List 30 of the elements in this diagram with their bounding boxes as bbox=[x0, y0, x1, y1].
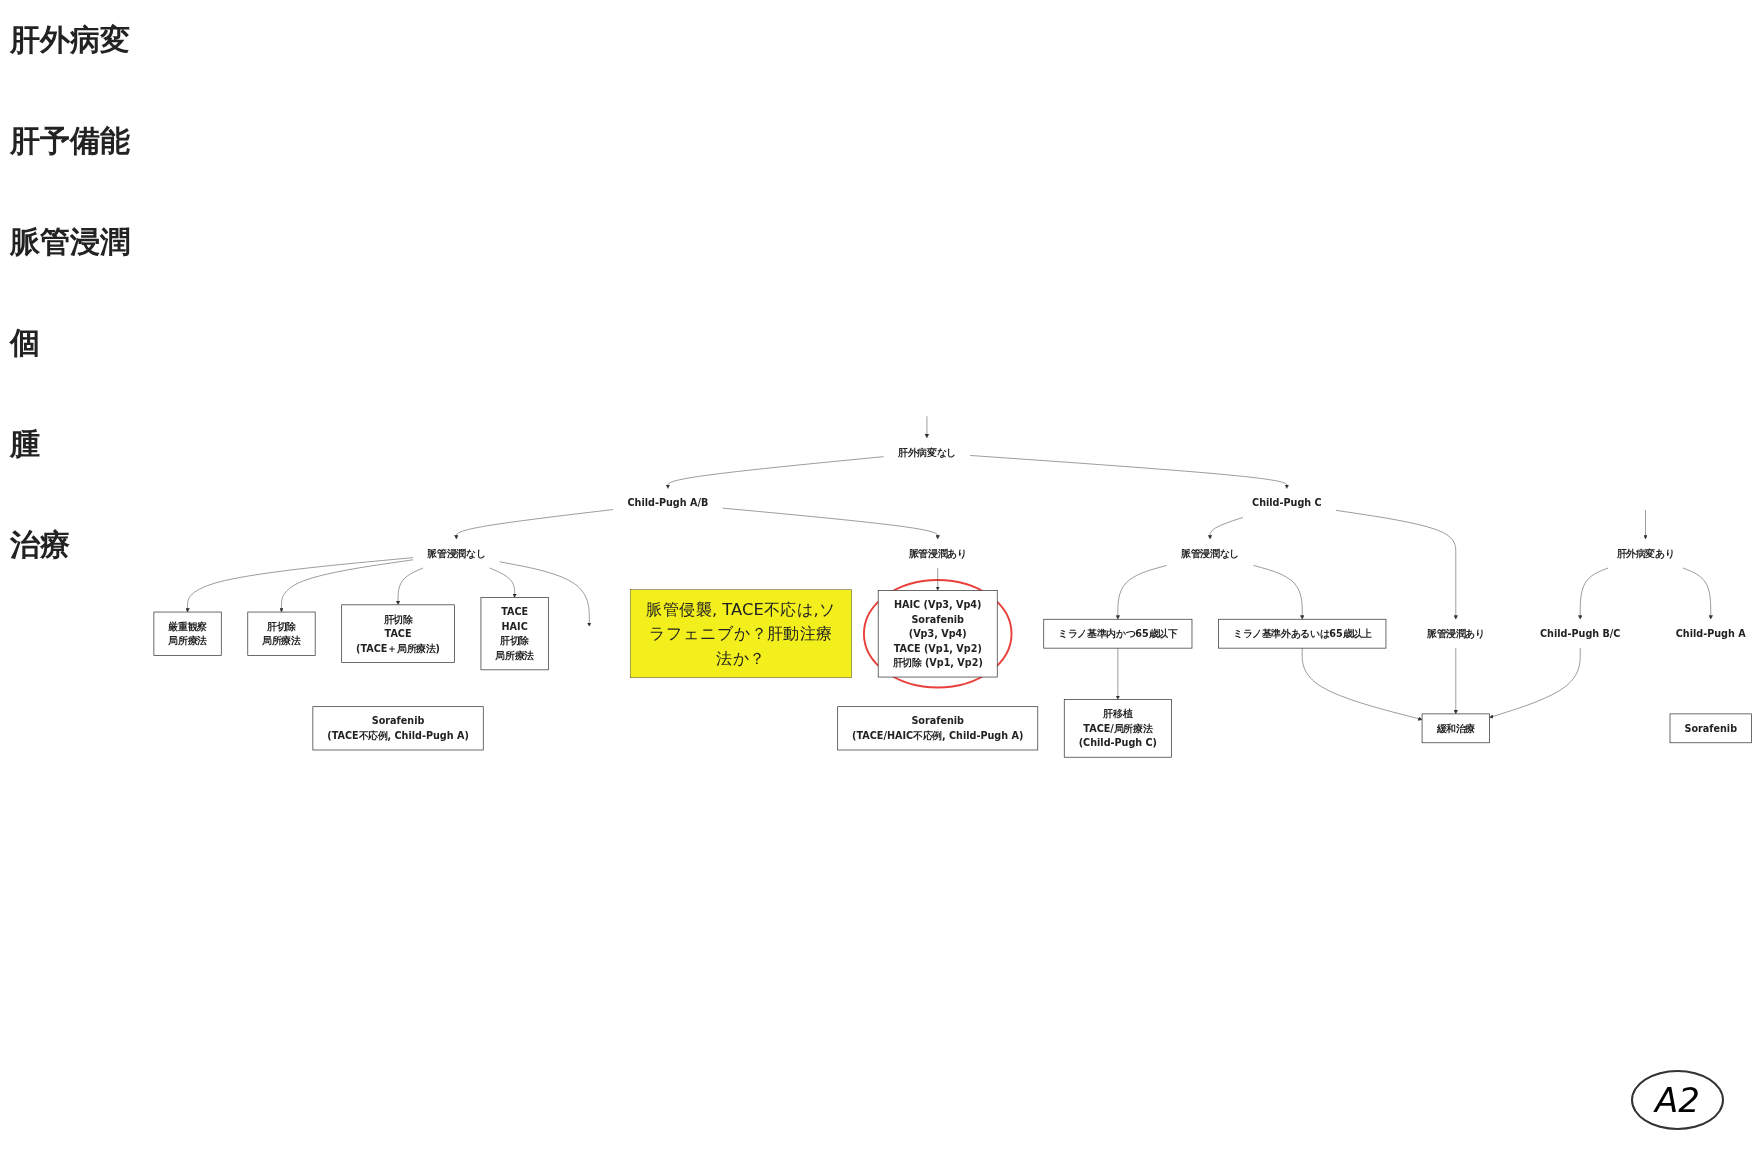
node-box: 緩和治療 bbox=[1421, 714, 1490, 744]
row-heading: 肝外病変 bbox=[10, 21, 131, 59]
row-heading: 肝予備能 bbox=[10, 122, 131, 160]
node-box: 肝切除 局所療法 bbox=[247, 612, 316, 657]
node-box: Sorafenib bbox=[1669, 714, 1752, 744]
node-box: 脈管侵襲, TACE不応は,ソラフェニブか？肝動注療法か？ bbox=[629, 589, 852, 679]
node-box: 肝移植 TACE/局所療法 (Child-Pugh C) bbox=[1063, 699, 1172, 759]
node-text: 脈管浸潤あり bbox=[1426, 628, 1485, 640]
row-heading: 治療 bbox=[10, 526, 71, 564]
node-text: Child-Pugh B/C bbox=[1540, 628, 1621, 640]
node-box: HAIC (Vp3, Vp4) Sorafenib (Vp3, Vp4) TACE (Vp1, Vp2) 肝切除 (Vp1, Vp2) bbox=[877, 590, 998, 678]
node-box: 肝切除 TACE (TACE＋局所療法) bbox=[341, 604, 455, 664]
row-heading: 腫 bbox=[10, 425, 41, 463]
node-box: Sorafenib (TACE不応例, Child-Pugh A) bbox=[312, 706, 484, 751]
node-box: ミラノ基準外あるいは65歳以上 bbox=[1218, 619, 1387, 649]
node-text: Child-Pugh A/B bbox=[627, 497, 709, 510]
node-text: 肝外病変なし bbox=[898, 447, 956, 459]
node-text: 脈管浸潤なし bbox=[427, 548, 486, 560]
node-box: ミラノ基準内かつ65歳以下 bbox=[1043, 619, 1193, 649]
node-box: 厳重観察 局所療法 bbox=[153, 612, 222, 657]
node-text: Child-Pugh C bbox=[1252, 497, 1322, 510]
node-box: TACE HAIC 肝切除 局所療法 bbox=[480, 597, 549, 671]
node-box: Sorafenib (TACE/HAIC不応例, Child-Pugh A) bbox=[837, 706, 1039, 751]
row-heading: 脈管浸潤 bbox=[10, 223, 131, 261]
node-text: 肝外病変あり bbox=[1616, 548, 1675, 560]
row-heading: 個 bbox=[10, 324, 41, 362]
node-text: 脈管浸潤なし bbox=[1181, 548, 1239, 560]
handwritten-mark: A2 bbox=[1631, 1070, 1724, 1130]
node-text: 脈管浸潤あり bbox=[908, 548, 967, 560]
node-text: Child-Pugh A bbox=[1675, 628, 1746, 640]
